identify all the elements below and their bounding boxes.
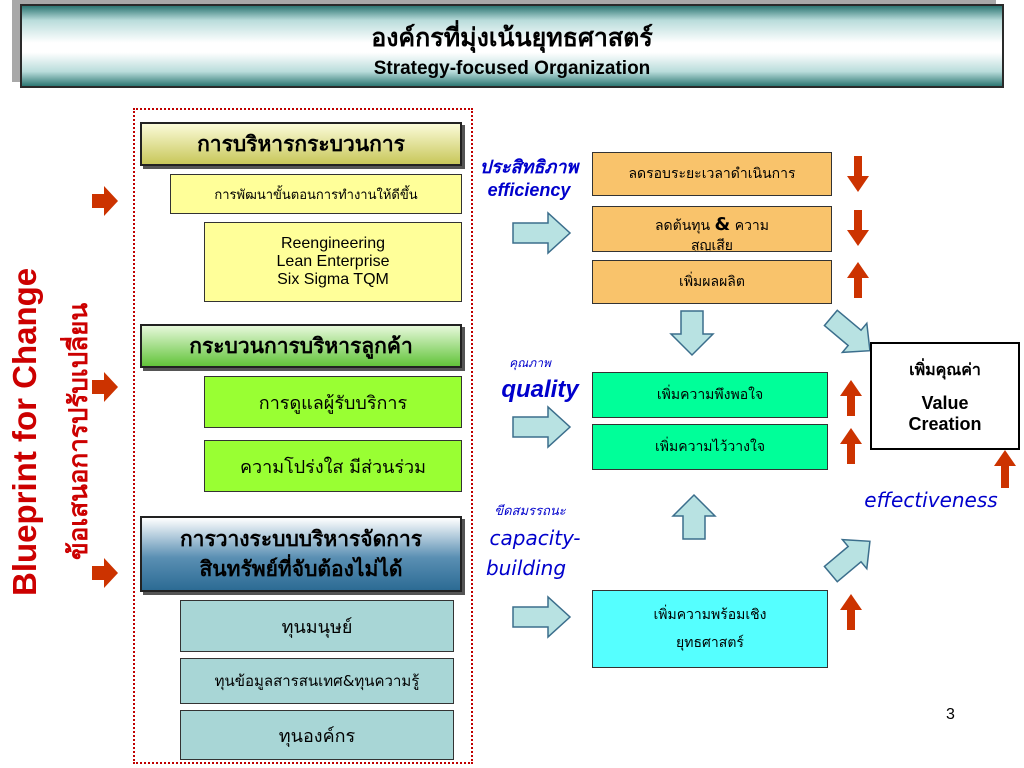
value-creation-box: เพิ่มคุณค่า Value Creation [870,342,1020,450]
readiness-line2: ยุทธศาสตร์ [676,635,744,651]
capacity-thai-label: ขีดสมรรถนะ [494,504,566,519]
title-thai: องค์กรที่มุ่งเน้นยุทธศาสตร์ [371,23,653,52]
ampersand: & [714,214,731,235]
block-right-arrow-icon [512,595,572,639]
efficiency-thai-label: ประสิทธิภาพ [479,157,579,178]
intangible-header: การวางระบบบริหารจัดการ สินทรัพย์ที่จับต้… [140,516,462,592]
outcome-increase-output: เพิ่มผลผลิต [592,260,832,304]
intangible-item-org: ทุนองค์กร [180,710,454,760]
tool-six-sigma: Six Sigma TQM [277,271,389,288]
outcome-trust: เพิ่มความไว้วางใจ [592,424,828,470]
intangible-item-info: ทุนข้อมูลสารสนเทศ&ทุนความรู้ [180,658,454,704]
customer-item-transparency: ความโปร่งใส มีส่วนร่วม [204,440,462,492]
capacity-label-1: capacity- [489,526,581,550]
right-arrow-icon [92,186,118,216]
capacity-label-2: building [485,556,567,580]
title-banner: องค์กรที่มุ่งเน้นยุทธศาสตร์ Strategy-foc… [20,4,1004,88]
process-tools: Reengineering Lean Enterprise Six Sigma … [204,222,462,302]
reduce-cost-text-2: ความ [734,218,770,234]
outcome-readiness: เพิ่มความพร้อมเชิง ยุทธศาสตร์ [592,590,828,668]
up-arrow-icon [847,262,869,298]
up-arrow-icon [840,594,862,630]
up-arrow-icon [840,380,862,416]
blueprint-label: Blueprint for Change [6,267,43,596]
down-arrow-icon [847,156,869,192]
block-down-arrow-icon [669,310,715,357]
title-english: Strategy-focused Organization [373,58,651,79]
block-diagonal-arrow-icon [823,309,871,354]
block-diagonal-arrow-icon [823,538,871,583]
strategy-panel [133,108,473,764]
value-thai: เพิ่มคุณค่า [909,359,981,379]
page-number: 3 [946,706,955,723]
customer-header: กระบวนการบริหารลูกค้า [140,324,462,368]
right-arrow-icon [92,558,118,588]
right-arrow-icon [92,372,118,402]
outcome-reduce-time: ลดรอบระยะเวลาดำเนินการ [592,152,832,196]
outcome-reduce-cost: ลดต้นทุน & ความ สูญเสีย [592,206,832,252]
intangible-header-line2: สินทรัพย์ที่จับต้องไม่ได้ [199,557,403,581]
reduce-cost-text-1: ลดต้นทุน [654,218,711,234]
readiness-line1: เพิ่มความพร้อมเชิง [653,607,767,623]
quality-thai-label: คุณภาพ [509,356,551,370]
customer-item-care: การดูแลผู้รับบริการ [204,376,462,428]
block-right-arrow-icon [512,211,572,255]
value-en-1: Value [921,392,969,413]
tool-lean: Lean Enterprise [276,253,390,270]
block-right-arrow-icon [512,405,572,449]
down-arrow-icon [847,210,869,246]
intangible-item-human: ทุนมนุษย์ [180,600,454,652]
value-en-2: Creation [908,413,982,434]
process-sub: การพัฒนาขั้นตอนการทำงานให้ดีขึ้น [170,174,462,214]
process-header: การบริหารกระบวนการ [140,122,462,166]
block-up-arrow-icon [671,493,717,540]
tool-reengineering: Reengineering [280,235,386,252]
side-thai-label: ข้อเสนอการปรับเปลี่ยน [64,302,94,560]
outcome-satisfaction: เพิ่มความพึงพอใจ [592,372,828,418]
reduce-cost-text-3: สูญเสีย [690,238,733,252]
up-arrow-icon [994,450,1016,488]
quality-label: quality [501,376,579,403]
efficiency-label: efficiency [487,180,571,200]
up-arrow-icon [840,428,862,464]
effectiveness-label: effectiveness [864,488,998,512]
intangible-header-line1: การวางระบบบริหารจัดการ [179,527,423,551]
